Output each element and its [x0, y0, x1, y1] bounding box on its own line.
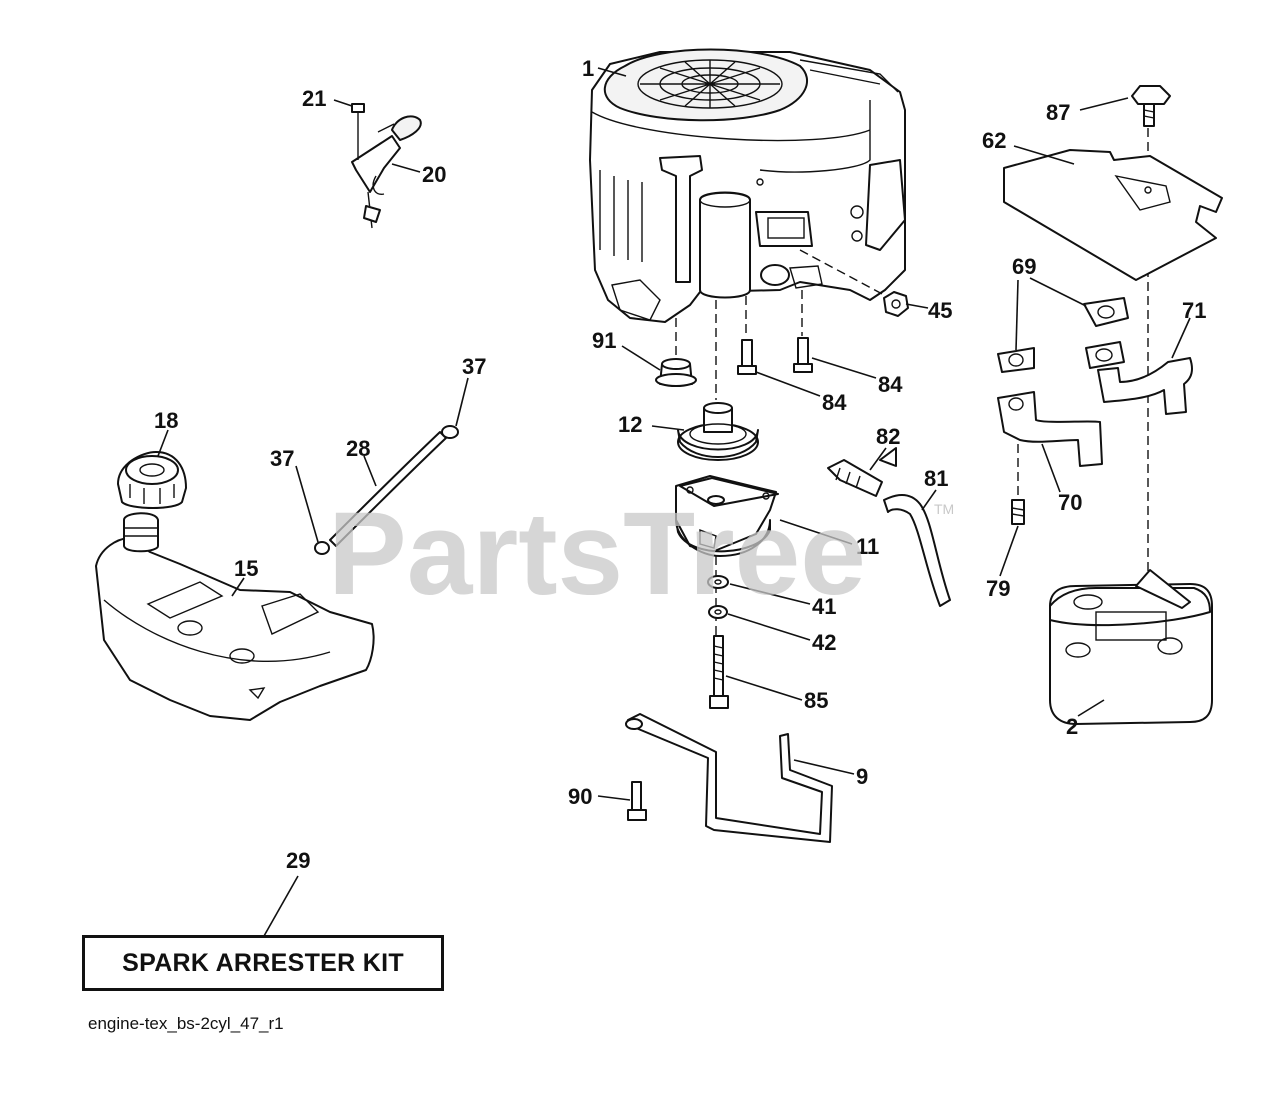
heat-shield[interactable] [1003, 149, 1223, 281]
callout-2[interactable]: 2 [1066, 714, 1078, 739]
callout-42[interactable]: 42 [812, 630, 836, 655]
fitting-82[interactable] [827, 447, 897, 497]
bushing-91[interactable] [655, 358, 697, 387]
callout-69[interactable]: 69 [1012, 254, 1036, 279]
callout-12[interactable]: 12 [618, 412, 642, 437]
hose-clamp-37[interactable] [441, 425, 459, 439]
callout-70[interactable]: 70 [1058, 490, 1082, 515]
callout-62[interactable]: 62 [982, 128, 1006, 153]
exhaust-pipe-71[interactable] [1097, 357, 1193, 415]
throttle-control[interactable] [351, 115, 422, 229]
bracket-9[interactable] [627, 713, 833, 843]
callout-9[interactable]: 9 [856, 764, 868, 789]
callout-20[interactable]: 20 [422, 162, 446, 187]
stud-79[interactable] [1011, 499, 1025, 525]
washer-41[interactable] [707, 575, 729, 589]
spark-arrester-kit-label[interactable]: SPARK ARRESTER KIT [82, 935, 444, 991]
exhaust-pipe-70[interactable] [997, 391, 1103, 467]
callout-1[interactable]: 1 [582, 56, 594, 81]
callout-90[interactable]: 90 [568, 784, 592, 809]
callout-28[interactable]: 28 [346, 436, 370, 461]
electric-clutch[interactable] [675, 475, 779, 557]
callout-85[interactable]: 85 [804, 688, 828, 713]
knob-87[interactable] [1131, 85, 1171, 127]
nut-45[interactable] [883, 291, 909, 317]
callout-11[interactable]: 11 [856, 534, 879, 559]
bolt-84[interactable] [737, 337, 813, 375]
pulley-12[interactable] [677, 402, 759, 461]
fuel-tank[interactable] [95, 512, 375, 721]
callout-81[interactable]: 81 [924, 466, 948, 491]
muffler[interactable] [1049, 569, 1213, 725]
callout-91[interactable]: 91 [592, 328, 616, 353]
callout-84[interactable]: 84 [878, 372, 903, 397]
leader-lines [157, 67, 1191, 937]
callout-45[interactable]: 45 [928, 298, 952, 323]
callout-37[interactable]: 37 [270, 446, 294, 471]
callout-labels: 1 21 20 87 62 45 69 71 91 84 84 37 37 18… [154, 56, 1206, 873]
watermark: PartsTree [328, 488, 866, 620]
callout-15[interactable]: 15 [234, 556, 258, 581]
screw-21[interactable] [351, 103, 365, 160]
fuel-cap-18[interactable] [117, 451, 187, 509]
gasket-69[interactable] [997, 297, 1129, 373]
callout-37[interactable]: 37 [462, 354, 486, 379]
callout-87[interactable]: 87 [1046, 100, 1070, 125]
callout-82[interactable]: 82 [876, 424, 900, 449]
bolt-85[interactable] [709, 635, 729, 709]
watermark-trademark: TM [934, 501, 954, 517]
hose-clamp-37[interactable] [314, 541, 330, 555]
breather-hose-81[interactable] [883, 494, 951, 607]
engine-assembly[interactable] [589, 48, 906, 323]
callout-79[interactable]: 79 [986, 576, 1010, 601]
bolt-90[interactable] [627, 781, 647, 821]
callout-29[interactable]: 29 [286, 848, 310, 873]
callout-84[interactable]: 84 [822, 390, 847, 415]
callout-21[interactable]: 21 [302, 86, 326, 111]
callout-71[interactable]: 71 [1182, 298, 1206, 323]
callout-18[interactable]: 18 [154, 408, 178, 433]
spark-arrester-kit-text: SPARK ARRESTER KIT [122, 948, 404, 977]
callout-41[interactable]: 41 [812, 594, 836, 619]
washer-42[interactable] [708, 605, 728, 619]
diagram-code: engine-tex_bs-2cyl_47_r1 [88, 1014, 284, 1033]
